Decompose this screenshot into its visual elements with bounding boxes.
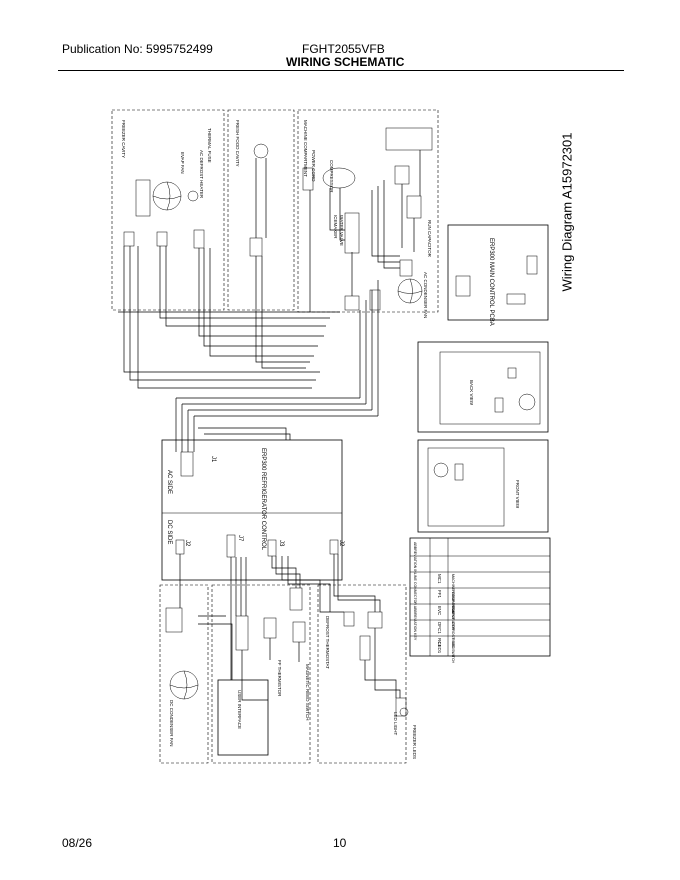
ff-light-bulb-icon (253, 143, 269, 159)
power-cord-label: POWER CORD (311, 150, 316, 182)
water-valve-label: WATER VALVE (339, 215, 344, 246)
j1-label: J1 (210, 456, 216, 463)
user-interface-box (217, 679, 269, 756)
ac-condenser-fan-icon (397, 278, 423, 304)
abbr-code: MC1 (437, 574, 442, 584)
fresh-food-cavity-top-box (227, 109, 295, 311)
machine-compartment-top-box (297, 109, 439, 313)
ff-thermistor-label: FF THERMISTOR (277, 660, 282, 697)
freezer-cavity-label: FREEZER CAVITY (121, 120, 126, 158)
abbreviation-title: ABBREVIATION INLINE CONNECTOR ABBREVIATI… (413, 542, 417, 641)
freezer-cavity-box (111, 109, 225, 311)
footer-date: 08/26 (62, 836, 93, 850)
main-control-pcba-box (447, 224, 549, 321)
fresh-food-cavity-lower-box (211, 584, 311, 764)
evap-fan-icon (152, 181, 182, 211)
ac-side-label: AC SIDE (166, 470, 172, 494)
run-capacitor-label: RUN CAPACITOR (427, 220, 432, 258)
page-title: WIRING SCHEMATIC (286, 55, 405, 69)
back-view-box (417, 341, 549, 433)
main-pcba-label: ERP300 MAIN CONTROL PCBA (488, 238, 494, 326)
defrost-heater-label: AC DEFROST HEATER (199, 150, 204, 199)
header-rule (58, 70, 624, 71)
abbr-code: RC1 (437, 638, 442, 647)
machine-compartment-label: MACHINE COMPARTMENT (303, 120, 308, 177)
j1-connector (180, 451, 194, 477)
back-view-label: BACK VIEW (469, 380, 474, 406)
dc-condenser-fan-icon (169, 670, 199, 700)
abbreviation-table-rows (410, 555, 550, 637)
j2-ac-connector (329, 539, 339, 555)
abbr-code: EVC (437, 606, 442, 616)
abbr-desc: LED (451, 642, 455, 649)
publication-number: Publication No: 5995752499 (62, 42, 213, 56)
compressor-icon (322, 167, 356, 189)
connector-labels: J1 J2 J7 J3 J2 (184, 456, 344, 547)
evap-fan-label: EVAP FAN (180, 152, 185, 174)
led-icon (399, 707, 409, 717)
compressor-label: COMPRESSOR (329, 160, 334, 193)
j3-label: J3 (278, 540, 284, 547)
wiring-diagram-id: Wiring Diagram A15972301 (559, 132, 575, 292)
abbr-desc: DEFROST (451, 622, 455, 640)
j2-dc-connector (175, 539, 185, 555)
fresh-food-cavity-label: FRESH FOOD CAVITY (235, 120, 240, 167)
refrigerator-control-label: ERP300 REFRIGERATOR CONTROL (260, 448, 266, 551)
abbr-desc: REED SWITCH (451, 638, 455, 664)
abbr-desc: EVAPORATOR (451, 606, 455, 631)
component-labels: EVAP FAN AC DEFROST HEATER THERMAL FUSE … (169, 128, 432, 747)
abbr-desc: FRESH FOOD (451, 590, 455, 614)
front-view-box (417, 439, 549, 533)
wire-harness (118, 150, 421, 701)
ff-fan-icon (433, 462, 449, 478)
front-view-label: FRONT VIEW (515, 480, 520, 509)
dc-condenser-fan-label: DC CONDENSER FAN (169, 700, 174, 747)
ac-condenser-fan-label: AC CONDENSER FAN (423, 272, 428, 318)
freezer-leds-label: FREEZER LEDS (412, 725, 417, 759)
freezer-cavity-lower-box (317, 584, 407, 764)
abbr-desc: MACHINE COMPARTMENT (451, 574, 455, 620)
abbreviation-codes: MC1 MACHINE COMPARTMENT FF1 FRESH FOOD E… (437, 574, 455, 664)
refrigerator-control-box (161, 439, 343, 581)
abbr-code: LED1 (437, 642, 442, 654)
j7-label: J7 (237, 535, 243, 542)
defrost-thermostat-label: DEFROST THERMOSTAT (325, 616, 330, 669)
abbreviation-table (409, 537, 551, 657)
abbr-code: FF1 (437, 590, 442, 598)
dc-side-label: DC SIDE (166, 520, 172, 544)
j2-dc-label: J2 (184, 540, 190, 547)
user-interface-label: USER INTERFACE (237, 690, 242, 729)
j2-ac-label: J2 (338, 540, 344, 547)
model-number: FGHT2055VFB (302, 42, 385, 56)
machine-compartment-lower-box (159, 584, 209, 764)
j3-connector (267, 539, 277, 557)
section-labels: FREEZER CAVITY FRESH FOOD CAVITY MACHINE… (121, 120, 520, 759)
abbr-code: DFC1 (437, 622, 442, 634)
cond-fan-icon (518, 393, 536, 411)
reed-switch-label: MAGNETIC REED SWITCH (305, 664, 310, 721)
thermal-fuse-label: THERMAL FUSE (207, 128, 212, 163)
icemaker-label: ICEMAKER (333, 215, 338, 239)
led-light-label: LED LIGHT (393, 712, 398, 736)
j7-connector (226, 534, 236, 558)
page-number: 10 (333, 836, 347, 850)
